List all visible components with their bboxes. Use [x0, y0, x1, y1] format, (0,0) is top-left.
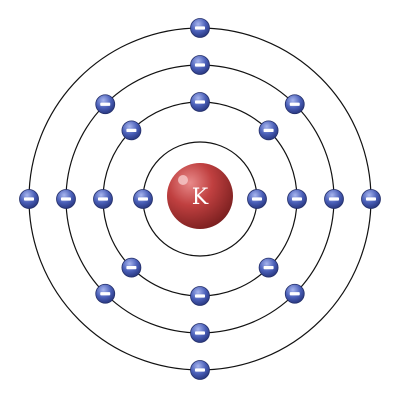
- minus-sign-icon: [292, 197, 302, 201]
- electron-shell-4-4: [190, 360, 210, 380]
- minus-sign-icon: [195, 331, 205, 335]
- minus-sign-icon: [126, 265, 137, 270]
- nucleus-highlight: [178, 175, 188, 185]
- electron-shell-3-1: [324, 189, 344, 209]
- electron-shell-3-2: [284, 94, 305, 115]
- minus-sign-icon: [252, 197, 262, 201]
- electron-shell-2-3: [190, 92, 210, 112]
- minus-sign-icon: [289, 292, 300, 296]
- electrons: [19, 18, 381, 380]
- minus-sign-icon: [61, 197, 71, 201]
- minus-sign-icon: [263, 128, 274, 133]
- minus-sign-icon: [195, 294, 205, 298]
- electron-shell-2-2: [258, 120, 279, 141]
- minus-sign-icon: [126, 128, 137, 133]
- electron-shell-4-2: [19, 189, 39, 209]
- minus-sign-icon: [289, 102, 300, 106]
- minus-sign-icon: [329, 197, 339, 201]
- minus-sign-icon: [24, 197, 34, 201]
- electron-shell-2-4: [121, 120, 142, 141]
- minus-sign-icon: [263, 265, 274, 270]
- minus-sign-icon: [98, 197, 108, 201]
- electron-shell-4-1: [190, 18, 210, 38]
- electron-shell-4-3: [361, 189, 381, 209]
- minus-sign-icon: [100, 292, 111, 296]
- electron-shell-2-8: [258, 257, 279, 278]
- electron-shell-3-4: [95, 94, 116, 115]
- minus-sign-icon: [100, 102, 111, 106]
- electron-shell-3-5: [56, 189, 76, 209]
- electron-shell-3-3: [190, 55, 210, 75]
- electron-shell-3-6: [95, 283, 116, 304]
- element-symbol: K: [192, 185, 209, 210]
- electron-shell-2-1: [287, 189, 307, 209]
- nucleus: K: [167, 163, 233, 229]
- minus-sign-icon: [195, 100, 205, 104]
- minus-sign-icon: [138, 197, 148, 201]
- electron-shell-2-5: [93, 189, 113, 209]
- electron-shell-1-1: [247, 189, 267, 209]
- electron-shell-3-8: [284, 283, 305, 304]
- electron-shell-3-7: [190, 323, 210, 343]
- electron-shell-2-7: [190, 286, 210, 306]
- minus-sign-icon: [195, 63, 205, 67]
- minus-sign-icon: [195, 26, 205, 30]
- electron-shell-2-6: [121, 257, 142, 278]
- electron-shell-1-2: [133, 189, 153, 209]
- minus-sign-icon: [366, 197, 376, 201]
- minus-sign-icon: [195, 368, 205, 372]
